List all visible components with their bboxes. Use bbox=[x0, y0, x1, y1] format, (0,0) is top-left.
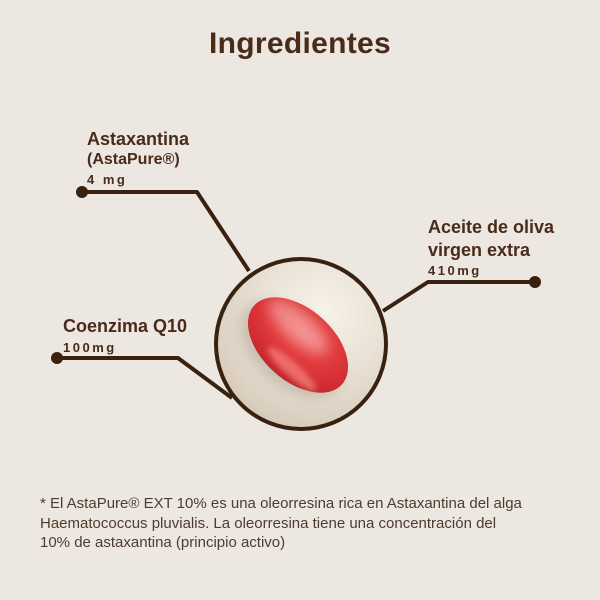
connector-line-coenzima bbox=[57, 356, 234, 400]
connector-line-aceite bbox=[381, 280, 535, 313]
connector-dot-aceite bbox=[529, 276, 541, 288]
footnote: * El AstaPure® EXT 10% es una oleorresin… bbox=[40, 494, 585, 553]
connector-line-astaxantina bbox=[82, 190, 251, 273]
footnote-line: * El AstaPure® EXT 10% es una oleorresin… bbox=[40, 495, 522, 512]
callout-coenzima-q10: Coenzima Q10 100mg bbox=[63, 316, 187, 355]
connector-dot-astaxantina bbox=[76, 186, 88, 198]
footnote-line: Haematococcus pluvialis. La oleorresina … bbox=[40, 514, 497, 532]
capsule-highlight bbox=[268, 299, 329, 355]
ingredient-name: Astaxantina bbox=[87, 129, 190, 149]
page-title: Ingredientes bbox=[209, 27, 391, 60]
ingredient-name-line1: Aceite de oliva bbox=[428, 217, 555, 237]
ingredient-amount: 410mg bbox=[428, 263, 482, 278]
ingredient-amount: 100mg bbox=[63, 340, 117, 355]
footnote-line: 10% de astaxantina (principio activo) bbox=[40, 534, 286, 551]
softgel-capsule-image bbox=[241, 297, 349, 398]
ingredient-name: Coenzima Q10 bbox=[63, 316, 188, 336]
ingredient-amount: 4 mg bbox=[87, 172, 128, 187]
callout-astaxantina: Astaxantina (AstaPure®) 4 mg bbox=[87, 129, 189, 187]
ingredient-brand: (AstaPure®) bbox=[87, 151, 180, 168]
capsule-sheen bbox=[267, 347, 317, 392]
ingredient-name-line2: virgen extra bbox=[428, 240, 531, 260]
capsule-body bbox=[247, 297, 349, 393]
callout-aceite-oliva: Aceite de oliva virgen extra 410mg bbox=[428, 216, 554, 278]
connector-dot-coenzima bbox=[51, 352, 63, 364]
